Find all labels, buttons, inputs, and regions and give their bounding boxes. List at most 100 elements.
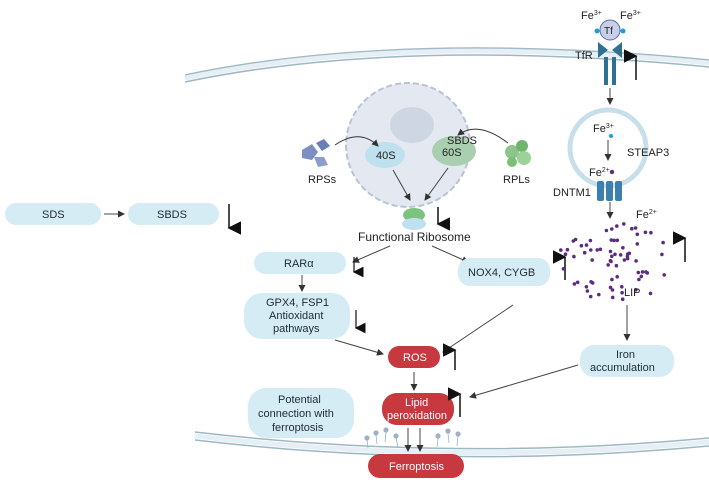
iron-line1: Iron [616, 349, 635, 361]
iron-dot [614, 263, 619, 268]
iron-dot [630, 226, 634, 231]
nucleus-to-ribosome-arrow-2 [424, 167, 449, 201]
iron-dot [637, 277, 641, 282]
iron-dot [633, 226, 638, 230]
iron-dot [661, 240, 665, 245]
sds-node [5, 203, 101, 225]
iron-dot [620, 285, 624, 289]
iron-accumulation-node [580, 345, 674, 377]
iron-dot [584, 243, 589, 247]
subunit-60s-icon [432, 136, 476, 166]
iron-dot [559, 248, 563, 252]
ribosome-icon [402, 208, 426, 230]
iron-dot [590, 258, 594, 262]
iron-dot [613, 252, 617, 257]
ribosome-to-nox4-arrow [431, 245, 469, 263]
lipid-peroxidation-node [382, 393, 454, 425]
iron-dot [639, 274, 644, 279]
fe2-endosome-label: Fe2+ [589, 167, 610, 179]
nucleus-to-ribosome-arrow-1 [392, 169, 411, 201]
ros-label: ROS [403, 352, 427, 364]
iron-dot [610, 288, 615, 292]
ribosome-to-rar-arrow [352, 245, 391, 263]
iron-dot [572, 254, 576, 259]
lipid-icon [364, 427, 461, 449]
iron-dot [582, 250, 587, 255]
iron-dot [565, 247, 570, 252]
iron-dot [622, 222, 626, 226]
functional-ribosome-label: Functional Ribosome [358, 230, 471, 244]
tfr-receptor-icon [598, 42, 622, 85]
rpls-label: RPLs [503, 174, 530, 186]
labile-iron-pool [559, 222, 666, 302]
rar-node [254, 252, 346, 274]
iron-dot [588, 238, 593, 243]
iron-dot [561, 267, 566, 271]
fe3-right-label: Fe3+ [620, 10, 641, 22]
dntm1-label: DNTM1 [553, 187, 591, 199]
tfr-label: TfR [575, 50, 593, 62]
gpx4-to-ros-arrow [334, 339, 384, 356]
iron-dot [584, 285, 589, 289]
iron-dot [595, 248, 599, 252]
iron-dot [585, 289, 590, 293]
iron-dot [589, 280, 593, 284]
iron-dot [660, 252, 664, 257]
iron-dot [615, 275, 619, 279]
lipid-line1: Lipid [405, 397, 428, 409]
iron-dot [598, 247, 603, 252]
potential-line3: ferroptosis [272, 422, 324, 434]
rpl-import-arrow [457, 128, 509, 144]
iron-dot [608, 249, 613, 254]
lipid-line2: peroxidation [387, 410, 447, 422]
nox4-node [458, 258, 550, 286]
ferroptosis-label: Ferroptosis [389, 461, 445, 473]
iron-dot [643, 230, 648, 235]
rps-import-arrow [334, 136, 379, 147]
iron-dot [610, 254, 614, 259]
iron-dot [636, 270, 641, 275]
iron-dot [620, 290, 624, 295]
iron-dot [620, 297, 625, 302]
iron-dot [618, 253, 623, 257]
iron-dot [610, 295, 615, 300]
iron-dot [563, 252, 568, 256]
dmt1-channel-icon [597, 181, 622, 201]
iron-dot [625, 256, 630, 261]
iron-dot [610, 227, 614, 231]
subunit-40s-label: 40S [376, 150, 396, 162]
nox4-label: NOX4, CYGB [468, 267, 535, 279]
iron-dot [635, 232, 640, 237]
gpx4-node [244, 293, 350, 339]
iron-dot [634, 288, 638, 292]
iron-dot [604, 228, 609, 233]
nox4-to-ros-arrow [442, 304, 514, 353]
rps-protein-icon [302, 139, 330, 167]
iron-dot [640, 270, 645, 274]
iron-dot [662, 273, 666, 277]
steap3-label: STEAP3 [627, 147, 669, 159]
iron-dot [575, 280, 580, 285]
iron-dot [608, 258, 613, 263]
sbds-nucleus-label: SBDS [447, 135, 477, 147]
iron-dot [627, 251, 632, 256]
lip-label: LIP [624, 287, 641, 299]
potential-connection-node [248, 388, 354, 438]
fe2-dot [609, 169, 615, 175]
iron-dot [634, 259, 638, 263]
iron-dot [612, 238, 616, 243]
iron-dot [597, 292, 601, 297]
ferroptosis-node [368, 454, 464, 478]
iron-line2: accumulation [590, 362, 655, 374]
iron-dot [606, 263, 610, 267]
iron-dot [579, 243, 584, 248]
subunit-40s-icon [365, 142, 405, 168]
gpx4-line1: GPX4, FSP1 [266, 297, 329, 309]
sbds-label: SBDS [157, 209, 187, 221]
iron-dot [644, 270, 648, 274]
sbds-node [128, 203, 219, 225]
fe2-cytosol-label: Fe2+ [636, 209, 657, 221]
iron-dot [610, 277, 614, 282]
